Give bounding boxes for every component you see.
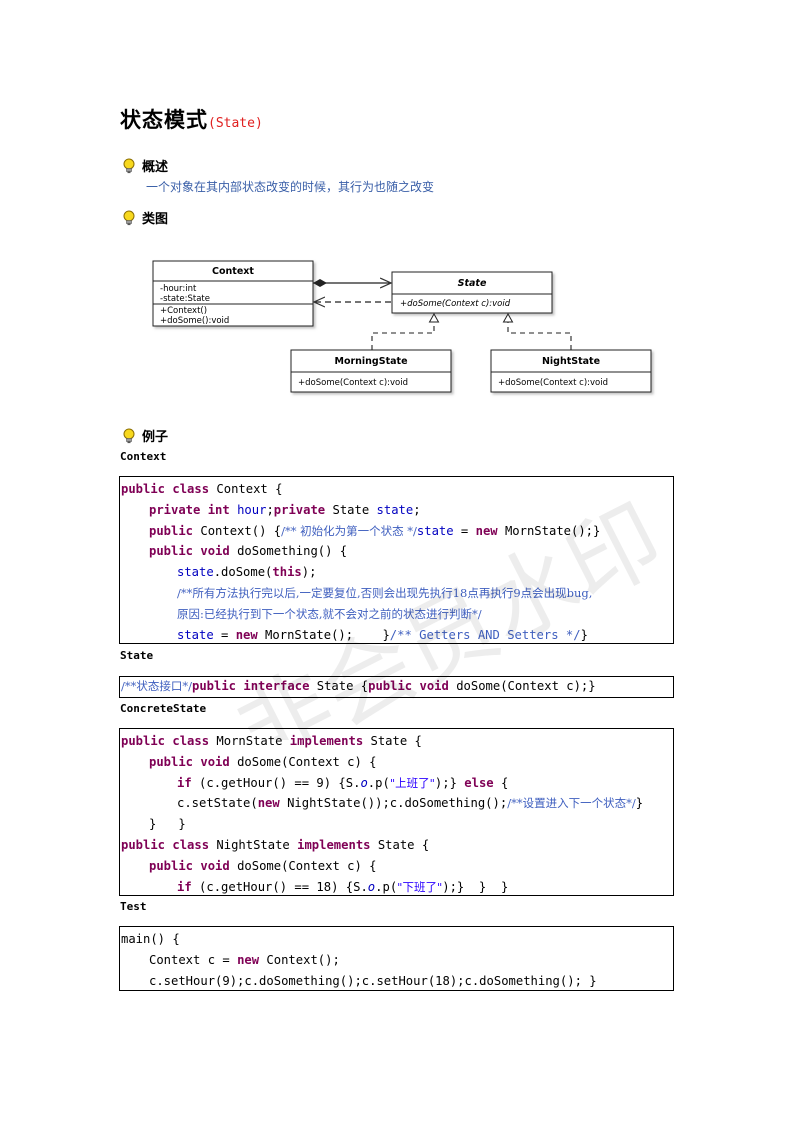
code-block-state: /**状态接口*/public interface State {public …	[119, 676, 674, 698]
code-line: main() {	[121, 932, 180, 946]
code-line: c.setState(new NightState());c.doSomethi…	[177, 796, 644, 811]
code-line: if (c.getHour() == 9) {S.o.p("上班了");} el…	[177, 775, 509, 790]
uml-context-name: Context	[212, 266, 254, 277]
title-main: 状态模式	[120, 108, 208, 132]
code-line: public void doSome(Context c) {	[149, 754, 377, 769]
code-line: if (c.getHour() == 18) {S.o.p("下班了");} }…	[177, 879, 509, 894]
section-example: 例子	[122, 426, 168, 445]
code-block-concrete: public class MornState implements State …	[119, 728, 674, 896]
uml-class-diagram: Context -hour:int -state:State +Context(…	[152, 260, 652, 393]
uml-nightstate-class: NightState +doSome(Context c):void	[490, 349, 652, 393]
code-line: } }	[149, 817, 186, 832]
section-class-diagram-label: 类图	[142, 212, 169, 227]
section-overview-label: 概述	[142, 160, 169, 175]
code-line: public void doSome(Context c) {	[149, 858, 377, 873]
overview-description: 一个对象在其内部状态改变的时候，其行为也随之改变	[146, 180, 435, 194]
uml-context-class: Context -hour:int -state:State +Context(…	[152, 260, 314, 327]
uml-realization-night	[507, 317, 572, 350]
uml-morningstate-name: MorningState	[334, 356, 407, 367]
uml-nightstate-method: +doSome(Context c):void	[498, 378, 608, 388]
uml-context-attr: -state:State	[160, 294, 210, 304]
code-label-test: Test	[120, 900, 147, 913]
code-line: /**所有方法执行完以后,一定要复位,否则会出现先执行18点再执行9点会出现bu…	[177, 585, 593, 600]
uml-realization-arrowhead	[428, 312, 440, 323]
uml-state-name: State	[458, 278, 487, 289]
code-block-test: main() { Context c = new Context(); c.setH…	[119, 926, 674, 991]
code-line: state = new MornState(); }/** Getters AN…	[177, 627, 588, 642]
uml-realization-arrowhead	[502, 312, 514, 323]
lightbulb-icon	[123, 210, 135, 225]
code-label-state: State	[120, 649, 154, 662]
uml-morningstate-class: MorningState +doSome(Context c):void	[290, 349, 452, 393]
uml-context-method: +doSome():void	[160, 316, 229, 326]
code-line: private int hour;private State state;	[149, 502, 421, 517]
code-label-context: Context	[120, 450, 167, 463]
lightbulb-icon	[123, 158, 135, 173]
uml-context-method: +Context()	[160, 306, 207, 316]
code-line: Context c = new Context();	[149, 952, 340, 967]
page-title: 状态模式(State)	[120, 104, 263, 134]
uml-state-method: +doSome(Context c):void	[400, 299, 511, 309]
section-example-label: 例子	[142, 430, 169, 445]
code-line: public class NightState implements State…	[121, 837, 430, 852]
uml-realization-morning	[371, 317, 435, 350]
uml-nightstate-name: NightState	[542, 356, 600, 367]
uml-morningstate-method: +doSome(Context c):void	[298, 378, 408, 388]
code-line: public void doSomething() {	[149, 544, 348, 559]
section-class-diagram: 类图	[122, 208, 168, 227]
lightbulb-icon	[123, 428, 135, 443]
uml-state-interface: State +doSome(Context c):void	[391, 271, 553, 314]
code-line: public Context() {/** 初始化为第一个状态 */state …	[149, 523, 601, 538]
code-line: 原因:已经执行到下一个状态,就不会对之前的状态进行判断*/	[177, 606, 482, 621]
code-line: public class Context {	[121, 482, 283, 496]
section-overview: 概述	[122, 156, 168, 175]
code-line: public class MornState implements State …	[121, 734, 422, 748]
uml-context-attr: -hour:int	[160, 284, 197, 294]
code-line: c.setHour(9);c.doSomething();c.setHour(1…	[149, 973, 597, 988]
title-sub: (State)	[208, 116, 263, 131]
code-label-concrete: ConcreteState	[120, 702, 207, 715]
code-block-context: public class Context { private int hour;p…	[119, 476, 674, 644]
code-line: state.doSome(this);	[177, 565, 317, 580]
